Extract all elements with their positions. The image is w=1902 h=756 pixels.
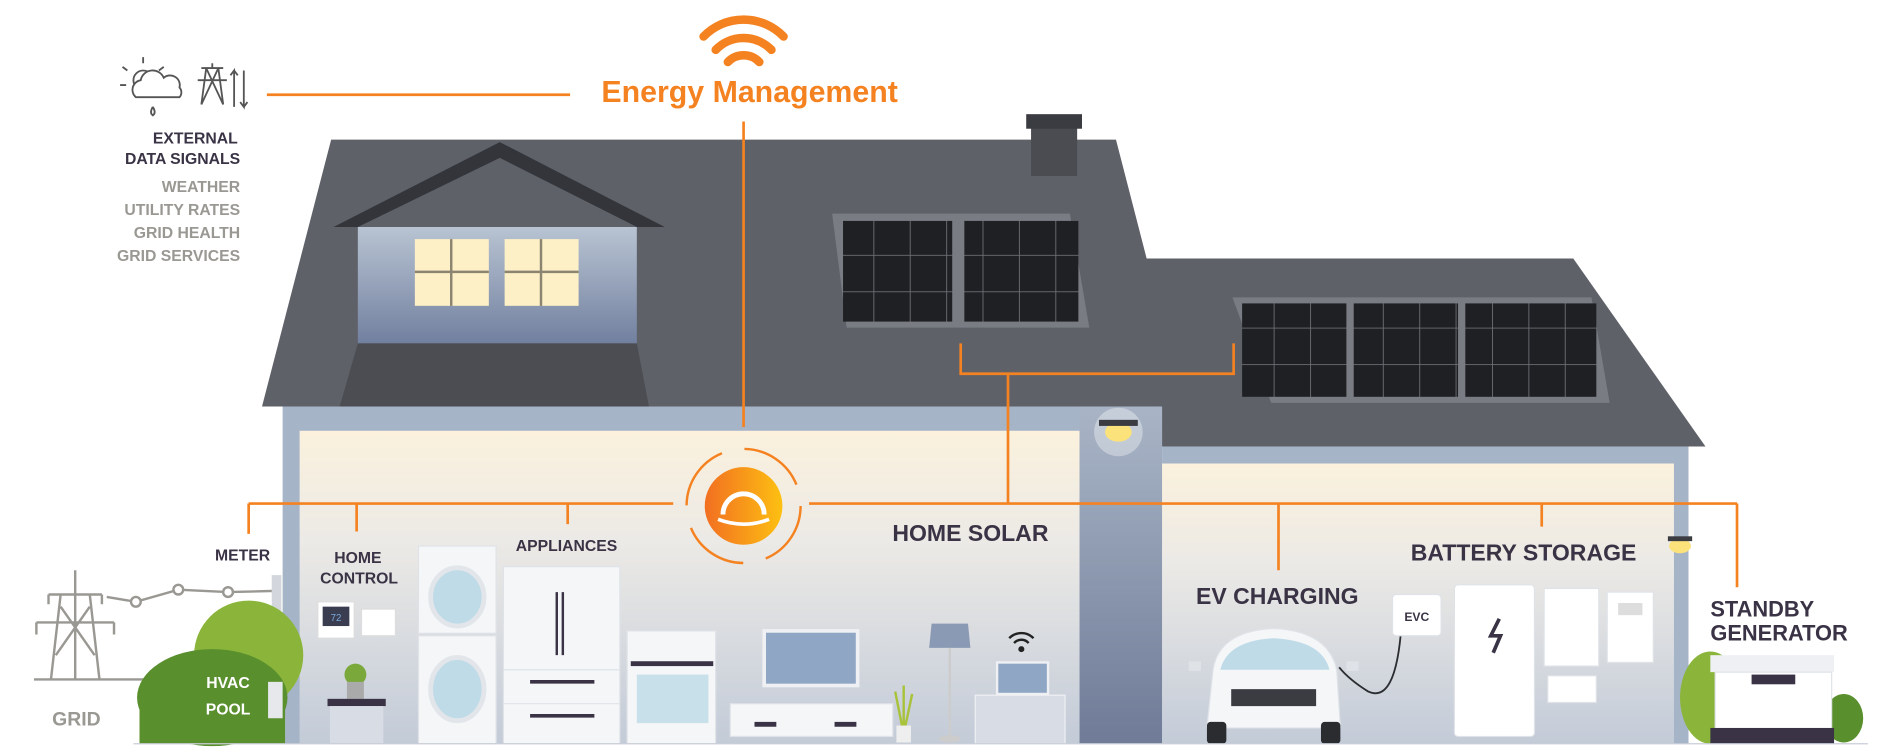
home-control-label-2: CONTROL [320,571,398,588]
hvac-label: HVAC [206,675,249,692]
battery-storage-label: BATTERY STORAGE [1411,540,1637,566]
signal-utility-rates: UTILITY RATES [124,202,240,219]
floor-lamp-icon [929,623,971,743]
external-heading-1: EXTERNAL [153,130,238,147]
connection-lines [247,93,1739,588]
external-heading-2: DATA SIGNALS [125,151,240,168]
wifi-icon [699,15,788,67]
wall-column [1079,406,1163,744]
home-control-label-1: HOME [334,550,381,567]
refrigerator-icon [502,566,621,745]
ev-charger-icon: EVC [1391,593,1442,637]
signal-grid-health: GRID HEALTH [134,225,240,242]
signal-grid-services: GRID SERVICES [117,248,240,265]
generator-icon [1710,655,1835,744]
weather-cloud-icon [120,57,183,117]
washer-dryer-icon [417,545,497,745]
thermostat-value: 72 [331,613,342,624]
appliances-label: APPLIANCES [516,538,618,555]
dormer-window [414,239,579,306]
thermostat-icon[interactable]: 72 [317,601,355,639]
tv-stand-icon [729,629,894,738]
energy-hub-icon[interactable] [685,447,802,565]
electric-car-icon [1188,627,1359,744]
evc-label: EVC [1404,610,1429,624]
solar-panels [832,213,1610,403]
battery-icon [1453,584,1654,738]
generator-label: GENERATOR [1710,621,1848,646]
page-title: Energy Management [601,76,897,109]
standby-label: STANDBY [1710,596,1814,621]
pool-label: POOL [206,702,251,719]
grid-label: GRID [52,709,100,731]
power-tower-icon [197,63,249,110]
control-panel-icon[interactable] [360,608,397,637]
ceiling-light-icon [1094,407,1143,457]
plant-table [327,663,386,744]
home-solar-label: HOME SOLAR [892,520,1048,546]
plant-icon [894,685,914,743]
wall-light-icon [1667,536,1693,554]
charging-cable [1338,630,1402,695]
pool-pump-icon [268,681,283,719]
signal-weather: WEATHER [162,179,241,196]
oven-icon [626,630,717,745]
meter-label: METER [215,548,271,565]
meter-icon [271,575,282,612]
laptop-desk-icon [974,631,1066,745]
grid-tower-icon [33,570,276,681]
ev-charging-label: EV CHARGING [1196,583,1359,609]
